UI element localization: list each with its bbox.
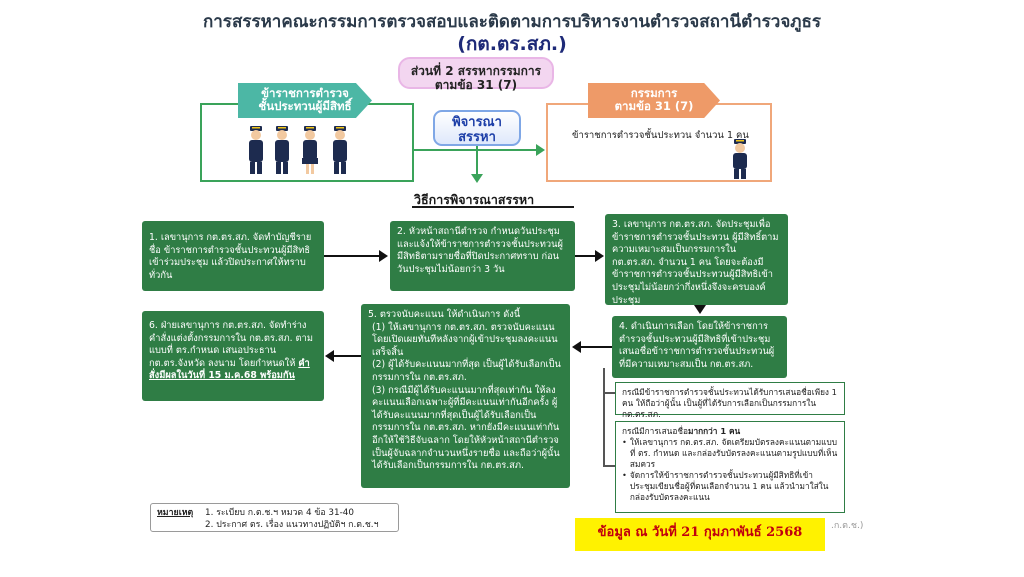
arrow-3-4-head — [694, 305, 706, 314]
note-multi-heading-bold: มากกว่า 1 คน — [687, 426, 741, 436]
ribbon-line2: ชั้นประทวนผู้มีสิทธิ์ — [258, 99, 352, 113]
consider-line2: สรรหา — [458, 130, 496, 145]
step-5-item-1: (1) ให้เลขานุการ กต.ตร.สภ. ตรวจนับคะแนนโ… — [372, 321, 558, 358]
branch-line-single — [603, 392, 615, 394]
note-multi-bullet-1: •ให้เลขานุการ กต.ตร.สภ. จัดเตรียมบัตรลงค… — [622, 437, 838, 470]
step-1: 1. เลขานุการ กต.ตร.สภ. จัดทำบัญชีรายชื่อ… — [142, 221, 324, 291]
section-line2: ตามข้อ 31 (7) — [434, 78, 518, 92]
step-5-intro: 5. ตรวจนับคะแนน ให้ดำเนินการ ดังนี้ — [368, 309, 521, 320]
page-title: การสรรหาคณะกรรมการตรวจสอบและติดตามการบริ… — [202, 12, 822, 32]
committee-ribbon-line1: กรรมการ — [630, 86, 678, 100]
step-2: 2. หัวหน้าสถานีตำรวจ กำหนดวันประชุม และแ… — [390, 221, 575, 291]
police-officers-group-icon — [249, 126, 347, 174]
remark-label: หมายเหตุ — [157, 508, 194, 518]
watermark-text: .ก.ต.ช.) — [831, 521, 864, 531]
police-officer-icon — [733, 139, 747, 179]
step-6-emphasis: คำสั่งมีผลในวันที่ 15 ม.ค.68 พร้อมกัน — [149, 357, 310, 382]
consider-line1: พิจารณา — [452, 115, 502, 130]
consider-recruit-label: พิจารณา สรรหา — [433, 110, 521, 146]
step-4: 4. ดำเนินการเลือก โดยให้ข้าราชการตำรวจชั… — [612, 316, 787, 378]
arrow-2-3-line — [575, 255, 595, 257]
arrow-2-3-head — [595, 250, 604, 262]
note-multi-bullet-1-text: ให้เลขานุการ กต.ตร.สภ. จัดเตรียมบัตรลงคะ… — [629, 437, 838, 469]
flow-arrow-right — [536, 144, 545, 156]
remark-box: หมายเหตุ 1. ระเบียบ ก.ต.ช.ฯ หมวด 4 ข้อ 3… — [150, 503, 399, 532]
step-5-item-2: (2) ผู้ได้รับคะแนนมากที่สุด เป็นผู้ได้รั… — [372, 359, 561, 383]
bullet-icon: • — [622, 470, 627, 480]
note-multi-heading-pre: กรณีมีการเสนอชื่อ — [622, 426, 688, 436]
step-3: 3. เลขานุการ กต.ตร.สภ. จัดประชุมเพื่อข้า… — [605, 214, 788, 306]
note-multi-bullet-2: •จัดการให้ข้าราชการตำรวจชั้นประทวนผู้มีส… — [622, 470, 838, 503]
arrow-4-5-line — [581, 346, 612, 348]
method-underline — [412, 206, 574, 208]
committee-text: ข้าราชการตำรวจชั้นประทวน จำนวน 1 คน — [572, 130, 749, 141]
committee-ribbon-line2: ตามข้อ 31 (7) — [614, 99, 694, 113]
ribbon-line1: ข้าราชการตำรวจ — [261, 86, 349, 100]
remark-row-1: หมายเหตุ 1. ระเบียบ ก.ต.ช.ฯ หมวด 4 ข้อ 3… — [157, 507, 392, 519]
arrow-4-5-head — [572, 341, 581, 353]
section-line1: ส่วนที่ 2 สรรหากรรมการ — [410, 64, 542, 78]
arrow-5-6-head — [325, 350, 334, 362]
arrow-5-6-line — [334, 355, 361, 357]
branch-line-multi — [603, 465, 615, 467]
flow-line-down — [476, 146, 478, 176]
section-pill: ส่วนที่ 2 สรรหากรรมการ ตามข้อ 31 (7) — [398, 57, 554, 92]
branch-line — [603, 368, 605, 466]
step-6: 6. ฝ่ายเลขานุการ กต.ตร.สภ. จัดทำร่างคำสั… — [142, 311, 324, 401]
note-multiple-nominees: กรณีมีการเสนอชื่อมากกว่า 1 คน •ให้เลขานุ… — [615, 421, 845, 513]
flow-arrow-down — [471, 174, 483, 183]
police-eligible-ribbon: ข้าราชการตำรวจ ชั้นประทวนผู้มีสิทธิ์ — [238, 83, 372, 118]
step-6-text: 6. ฝ่ายเลขานุการ กต.ตร.สภ. จัดทำร่างคำสั… — [149, 320, 313, 369]
bullet-icon: • — [622, 437, 627, 447]
date-note: ข้อมูล ณ วันที่ 21 กุมภาพันธ์ 2568 — [575, 518, 825, 551]
remark-item-2: 2. ประกาศ ตร. เรื่อง แนวทางปฏิบัติฯ ก.ต.… — [205, 520, 379, 530]
arrow-1-2-line — [324, 255, 380, 257]
page-subtitle: (กต.ตร.สภ.) — [457, 33, 567, 55]
note-multi-heading: กรณีมีการเสนอชื่อมากกว่า 1 คน — [622, 426, 838, 437]
note-multi-bullet-2-text: จัดการให้ข้าราชการตำรวจชั้นประทวนผู้มีสิ… — [629, 470, 829, 502]
step-5-item-3: (3) กรณีมีผู้ได้รับคะแนนมากที่สุดเท่ากัน… — [372, 384, 560, 472]
committee-ribbon: กรรมการ ตามข้อ 31 (7) — [588, 83, 720, 118]
note-single-nominee: กรณีมีข้าราชการตำรวจชั้นประทวนได้รับการเ… — [615, 382, 845, 419]
step-5: 5. ตรวจนับคะแนน ให้ดำเนินการ ดังนี้ (1) … — [361, 304, 570, 488]
remark-item-1: 1. ระเบียบ ก.ต.ช.ฯ หมวด 4 ข้อ 31-40 — [205, 508, 354, 518]
arrow-1-2-head — [379, 250, 388, 262]
method-title: วิธีการพิจารณาสรรหา — [414, 192, 535, 207]
